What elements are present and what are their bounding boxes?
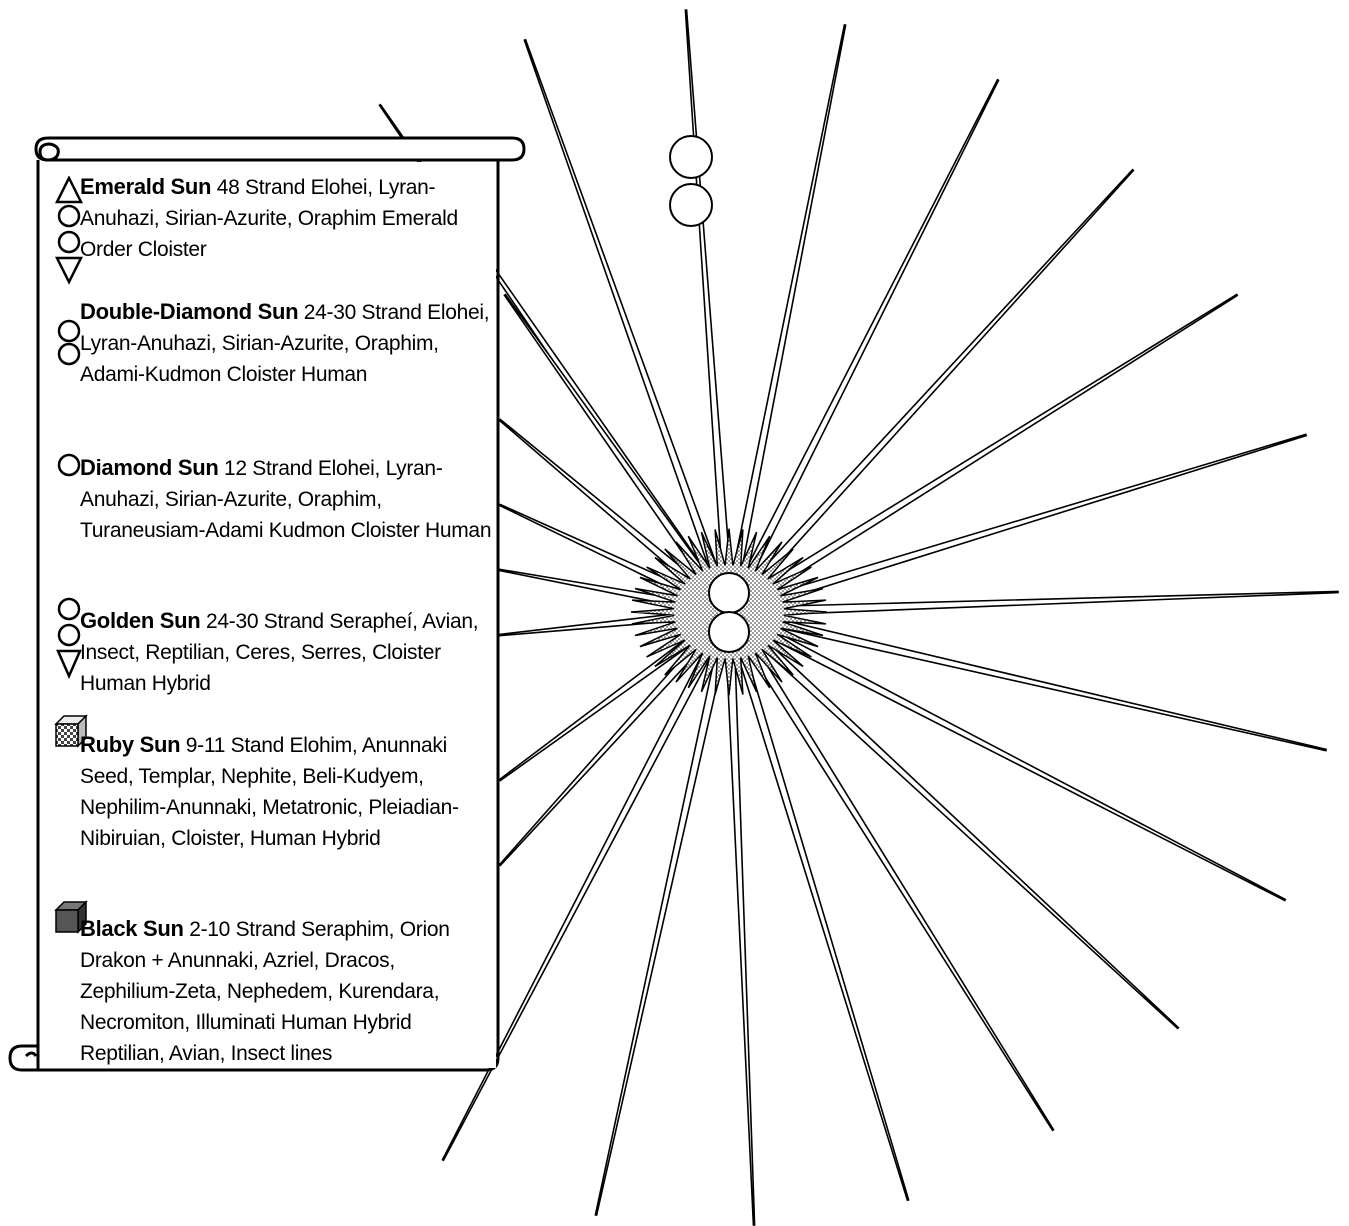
legend-entry-name: Double-Diamond Sun bbox=[80, 299, 298, 324]
ray-line bbox=[595, 611, 733, 1215]
ray-line bbox=[728, 434, 1306, 616]
ray-line bbox=[725, 612, 755, 1225]
core-circle-top bbox=[709, 573, 749, 613]
legend-entry-emerald-sun: Emerald Sun 48 Strand Elohei, Lyran-Anuh… bbox=[80, 171, 492, 265]
ray-line bbox=[727, 295, 1238, 616]
legend-entry-name: Emerald Sun bbox=[80, 174, 211, 199]
legend-entry-name: Ruby Sun bbox=[80, 732, 180, 757]
legend-entry-golden-sun: Golden Sun 24-30 Strand Serapheí, Avian,… bbox=[80, 605, 492, 699]
legend-entry-name: Golden Sun bbox=[80, 608, 200, 633]
legend-entry-diamond-sun: Diamond Sun 12 Strand Elohei, Lyran-Anuh… bbox=[80, 452, 492, 546]
legend-entry-black-sun: Black Sun 2-10 Strand Seraphim, Orion Dr… bbox=[80, 913, 492, 1069]
core-circle-bottom bbox=[709, 612, 749, 652]
ray-circle-bottom bbox=[670, 184, 712, 226]
legend-entry-name: Diamond Sun bbox=[80, 455, 218, 480]
legend-entry-double-diamond-sun: Double-Diamond Sun 24-30 Strand Elohei, … bbox=[80, 296, 492, 390]
legend-entry-ruby-sun: Ruby Sun 9-11 Stand Elohim, Anunnaki See… bbox=[80, 729, 492, 854]
ray-line bbox=[728, 608, 1326, 751]
ray-line bbox=[725, 25, 846, 613]
ray-line bbox=[727, 608, 1285, 901]
ray-circle-top bbox=[670, 136, 712, 178]
legend-entry-name: Black Sun bbox=[80, 916, 184, 941]
